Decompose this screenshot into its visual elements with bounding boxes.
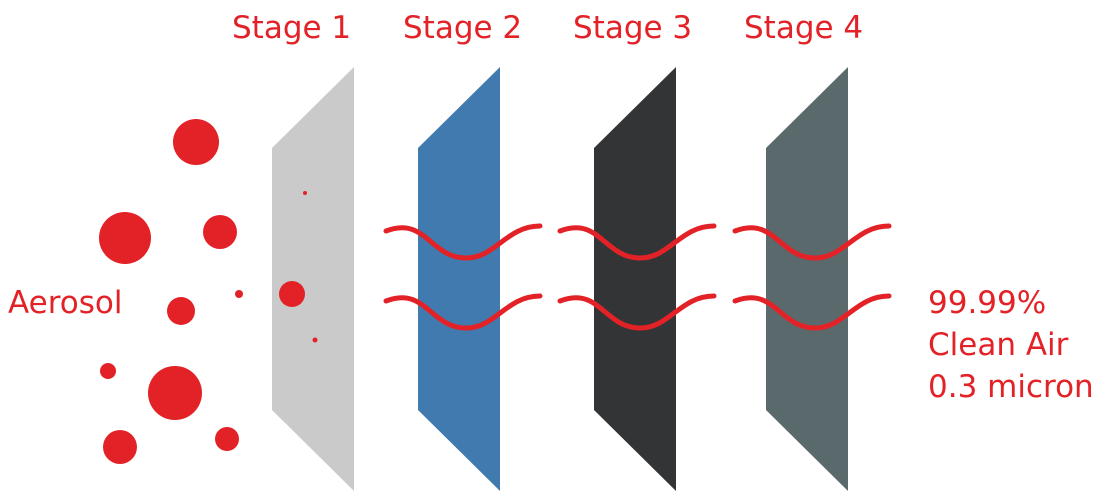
stage-3-filter-panel: [594, 67, 676, 491]
air-flow-wave: [383, 223, 543, 261]
air-flow-wave: [732, 293, 892, 331]
aerosol-particle: [99, 212, 151, 264]
captured-particle: [303, 191, 307, 195]
clean-air-result: 99.99% Clean Air 0.3 micron: [928, 282, 1094, 408]
aerosol-particle: [203, 215, 237, 249]
clean-air-label: Clean Air: [928, 327, 1069, 363]
aerosol-particle: [167, 297, 195, 325]
air-flow-wave: [557, 223, 717, 261]
captured-particle: [279, 281, 305, 307]
efficiency-value: 99.99%: [928, 285, 1047, 321]
air-flow-wave: [557, 293, 717, 331]
aerosol-particle: [103, 430, 137, 464]
stage-4-label: Stage 4: [744, 10, 864, 46]
aerosol-particle: [173, 119, 219, 165]
air-flow-wave: [383, 293, 543, 331]
stage-2-label: Stage 2: [403, 10, 523, 46]
aerosol-particles: [99, 119, 318, 464]
aerosol-particle: [148, 366, 202, 420]
air-flow-waves: [383, 223, 892, 331]
aerosol-particle: [235, 290, 243, 298]
stage-2-filter-panel: [418, 67, 500, 491]
stage-4-filter-panel: [766, 67, 848, 491]
aerosol-particle: [100, 363, 116, 379]
air-flow-wave: [732, 223, 892, 261]
aerosol-label: Aerosol: [8, 285, 123, 321]
stage-1-filter-panel: [272, 67, 354, 491]
aerosol-particle: [215, 427, 239, 451]
stage-3-label: Stage 3: [573, 10, 693, 46]
captured-particle: [312, 337, 318, 343]
filter-panels: [272, 67, 848, 491]
stage-1-label: Stage 1: [232, 10, 352, 46]
particle-size-label: 0.3 micron: [928, 369, 1094, 405]
